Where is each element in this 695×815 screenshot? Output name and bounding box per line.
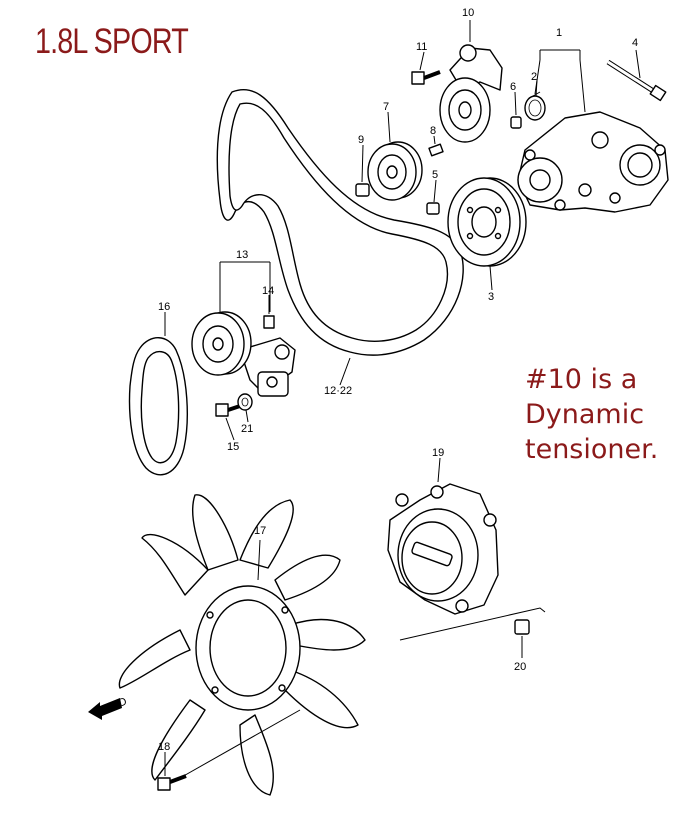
bolt-15 [215, 403, 241, 417]
pin [263, 315, 275, 329]
callout-2: 2 [531, 71, 537, 83]
callout-9: 9 [358, 134, 364, 146]
tensioner-note: #10 is a Dynamic tensioner. [525, 362, 695, 467]
callout-12-22: 12·22 [324, 385, 352, 397]
small-belt [128, 337, 188, 476]
callout-17: 17 [254, 525, 266, 537]
serpentine-belt [216, 88, 464, 356]
callout-8: 8 [430, 125, 436, 137]
callout-20: 20 [514, 661, 526, 673]
callout-16: 16 [158, 301, 170, 313]
callout-10: 10 [462, 7, 474, 19]
long-bolt [606, 59, 667, 102]
nut-5 [426, 202, 440, 215]
dynamic-tensioner [439, 44, 503, 143]
fwd-arrow-icon: FWD [88, 696, 129, 720]
note-line-1: #10 is a [525, 364, 638, 395]
callout-18: 18 [158, 741, 170, 753]
tensioner-bolt [411, 70, 441, 85]
stud [428, 143, 444, 157]
note-line-3: tensioner. [525, 434, 659, 465]
note-line-2: Dynamic [525, 399, 645, 430]
fan-bolt [157, 774, 187, 791]
callout-labels: 1 2 3 4 5 6 7 8 9 10 11 12·22 13 14 15 1… [158, 7, 638, 753]
callout-6: 6 [510, 81, 516, 93]
small-tensioner [191, 311, 296, 397]
nut-9 [355, 183, 370, 197]
callout-15: 15 [227, 441, 239, 453]
engine-title: 1.8L SPORT [35, 22, 189, 61]
o-ring [524, 95, 546, 121]
callout-4: 4 [632, 37, 638, 49]
fwd-label: FWD [101, 696, 129, 716]
callout-1: 1 [556, 27, 562, 39]
nut-20 [514, 619, 530, 635]
callout-21: 21 [241, 423, 253, 435]
callout-14: 14 [262, 285, 274, 297]
pump-pulley [447, 177, 527, 267]
leader-lines [164, 20, 641, 779]
washer [237, 393, 253, 411]
pump-plug [510, 116, 522, 129]
callout-19: 19 [432, 447, 444, 459]
callout-13: 13 [236, 249, 248, 261]
idler-pulley [367, 141, 423, 201]
fan-clutch [387, 483, 499, 615]
callout-11: 11 [416, 41, 427, 53]
water-pump [517, 111, 669, 213]
cooling-fan [118, 494, 366, 796]
callout-5: 5 [432, 169, 438, 181]
callout-3: 3 [488, 291, 494, 303]
callout-7: 7 [383, 101, 389, 113]
